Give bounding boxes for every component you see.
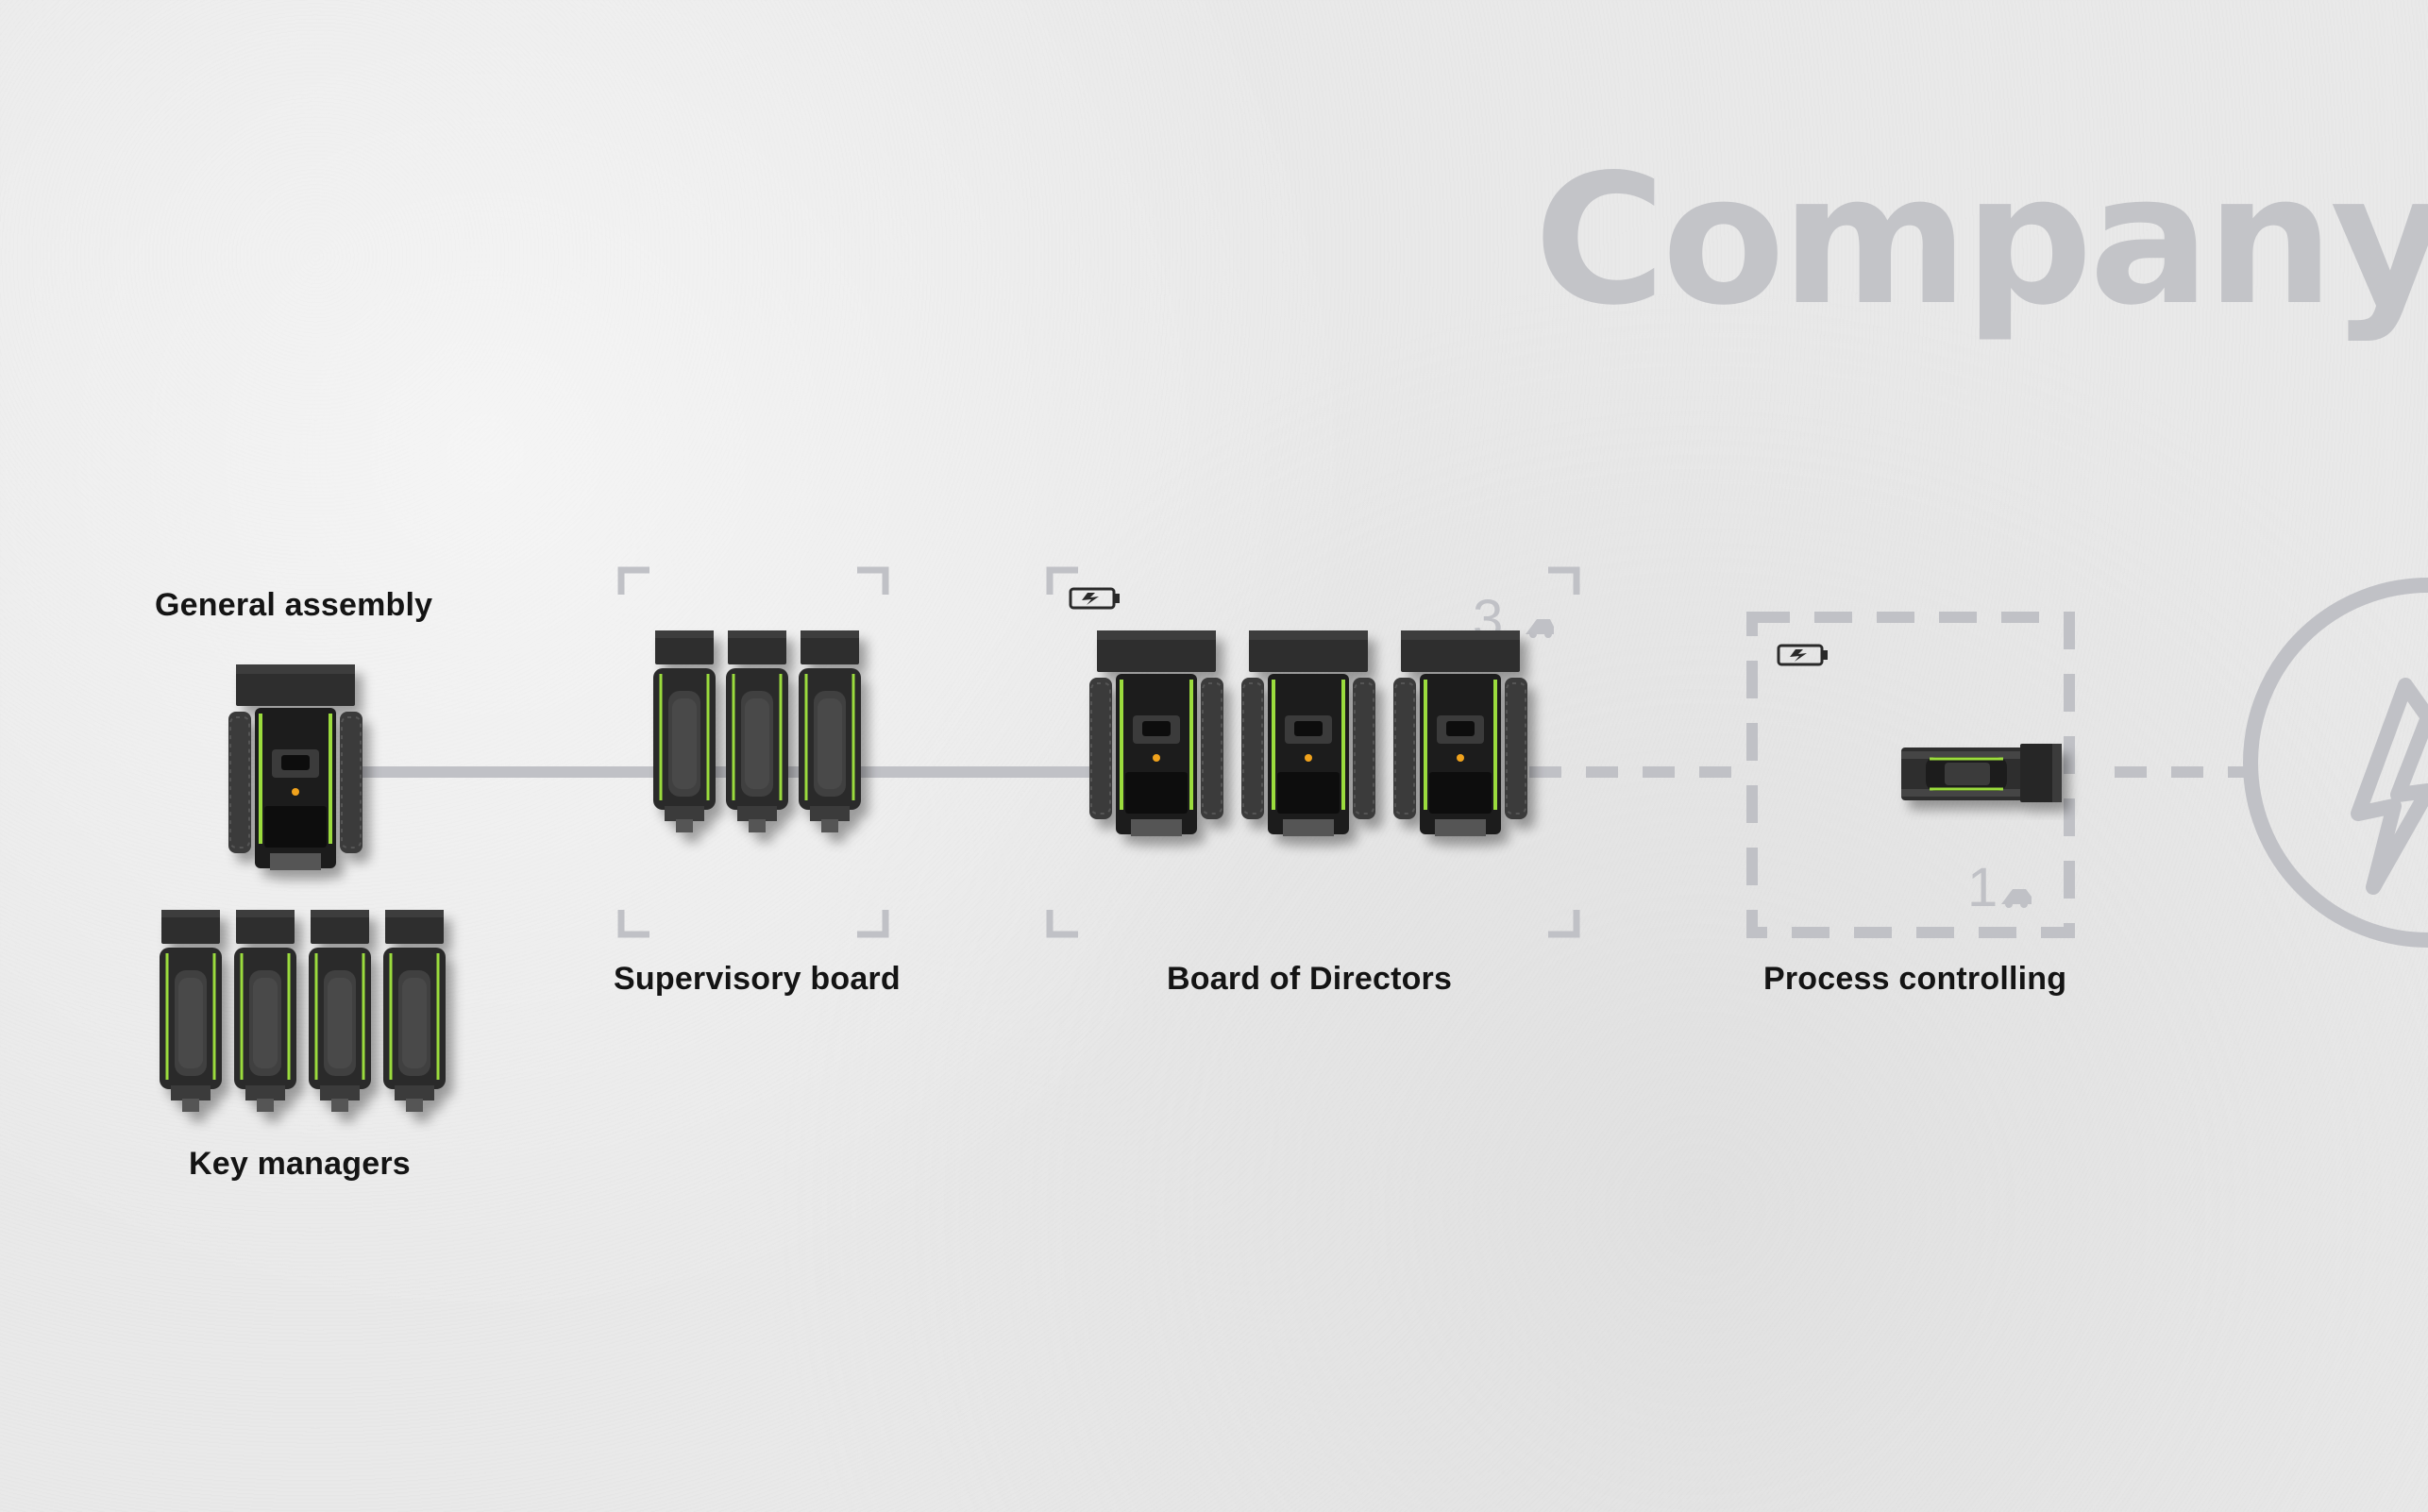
machine-process-controlling [1899, 742, 2064, 804]
battery-charging-icon [1777, 644, 1829, 666]
mini-loader-icon [1526, 619, 1554, 638]
page-title: Company [1534, 136, 2428, 344]
zone-frame-directors [1046, 566, 1580, 938]
lightning-bolt-icon [2243, 578, 2428, 948]
label-general-assembly: General assembly [155, 587, 433, 623]
zone-count-process: 1 [1967, 857, 1998, 918]
label-process-controlling: Process controlling [1763, 961, 2067, 997]
machines-supervisory-board [651, 629, 863, 834]
label-supervisory-board: Supervisory board [614, 961, 901, 997]
zone-frame-process [1746, 612, 2075, 938]
zone-frame-supervisory [617, 566, 889, 938]
label-board-of-directors: Board of Directors [1167, 961, 1453, 997]
machines-board-of-directors [1088, 629, 1529, 838]
label-key-managers: Key managers [189, 1146, 411, 1182]
machine-general-assembly [227, 663, 364, 872]
mini-loader-icon [2001, 889, 2032, 908]
machines-key-managers [158, 908, 447, 1114]
battery-charging-icon [1069, 587, 1121, 610]
